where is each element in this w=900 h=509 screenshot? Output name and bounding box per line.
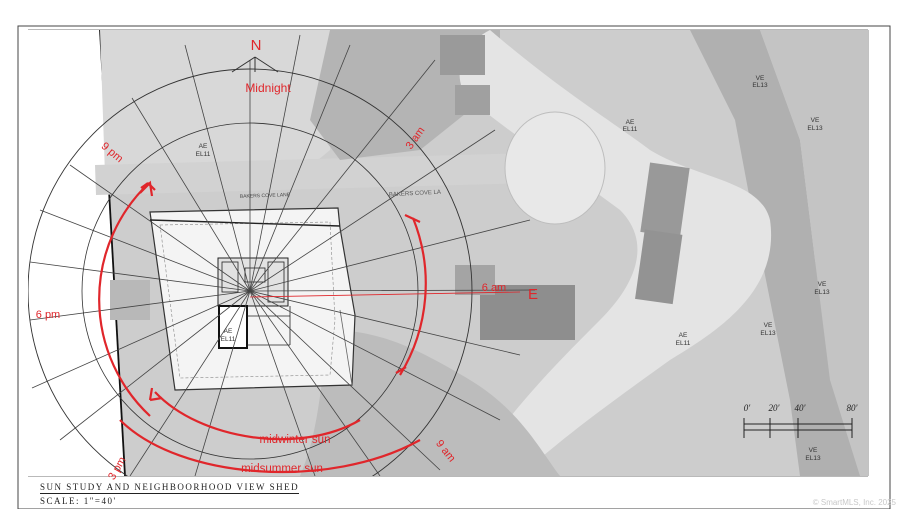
- subject-house: [217, 257, 291, 349]
- scale-tick-40: 40': [795, 403, 807, 413]
- zone-ve-4-elev: EL13: [760, 330, 776, 337]
- zone-ae-1-elev: EL11: [196, 151, 211, 158]
- neighbor-house-cove-2: [635, 229, 683, 305]
- front-lot-line: [149, 219, 341, 227]
- label-midsummer: midsummer sun: [241, 463, 323, 475]
- scale-tick-0: 0': [744, 403, 752, 413]
- zone-ae-4: AE: [679, 332, 688, 339]
- midwinter-arc: [154, 391, 361, 441]
- label-6pm: 6 pm: [36, 309, 60, 321]
- neighbor-house-east: [480, 285, 575, 340]
- far-right-field: [760, 30, 868, 476]
- zone-ae-3: AE: [224, 328, 233, 335]
- neighbor-house-top-2: [455, 85, 490, 115]
- road-strip: [95, 150, 640, 195]
- zone-ve-5: VE: [809, 447, 818, 454]
- sun-path-mid-circle: [81, 122, 419, 460]
- label-midnight: Midnight: [245, 81, 291, 95]
- zone-ae-2-elev: EL11: [623, 126, 638, 133]
- zone-ve-5-elev: EL13: [805, 455, 821, 462]
- lot-detail-lines: [159, 221, 336, 379]
- compass-north: N: [251, 37, 262, 54]
- scale-tick-80: 80': [847, 403, 859, 413]
- flood-zone-labels: AE EL11 AE EL11 AE EL11 AE EL11 VE EL13 …: [196, 75, 830, 462]
- midsummer-arc-bottom: [119, 419, 421, 474]
- drawing-scale: SCALE: 1"=40': [40, 496, 117, 506]
- zone-ae-1: AE: [199, 143, 208, 150]
- zone-ae-3-elev: EL11: [221, 336, 236, 343]
- neighbor-house-top: [440, 35, 485, 75]
- arrow-sw: [148, 387, 163, 402]
- midsummer-arc-east: [399, 217, 427, 376]
- graphic-scale-bar: 0' 20' 40' 80': [743, 403, 859, 438]
- zone-ve-2: VE: [811, 117, 820, 124]
- white-strip-left: [28, 30, 125, 476]
- dark-vegetation-right: [690, 30, 868, 476]
- street-label-east: BAKERS COVE LA: [389, 190, 441, 199]
- sun-path-outer-circle: [28, 68, 473, 476]
- tick-east-bottom: [395, 366, 407, 374]
- street-label-west: BAKERS COVE LANE: [240, 192, 291, 200]
- scale-tick-20: 20': [769, 403, 781, 413]
- arrow-nw: [139, 180, 154, 197]
- midsummer-arc: [98, 182, 151, 417]
- sun-ray-lines: [29, 34, 536, 476]
- drawing-title: SUN STUDY AND NEIGHBOORHOOD VIEW SHED: [40, 482, 300, 494]
- neighbor-house-west: [110, 280, 150, 320]
- east-arrow-line: [249, 291, 521, 298]
- neighbor-house-cove-1: [640, 162, 690, 238]
- north-arrow: [231, 56, 279, 73]
- east-path: [339, 309, 353, 386]
- zone-ve-1: VE: [756, 75, 765, 82]
- tick-east-top: [404, 214, 421, 223]
- label-midwinter: midwinter sun: [260, 434, 331, 446]
- label-6am: 6 am: [482, 282, 506, 294]
- cul-de-sac: [504, 111, 606, 225]
- zone-ve-2-elev: EL13: [807, 125, 823, 132]
- zone-ae-4-elev: EL11: [676, 340, 691, 347]
- zone-ve-1-elev: EL13: [752, 82, 768, 89]
- red-annotations: [98, 180, 427, 474]
- light-area-upper-left: [100, 30, 330, 175]
- compass-east: E: [528, 286, 538, 303]
- zone-ve-4: VE: [764, 322, 773, 329]
- watermark: © SmartMLS, Inc. 2025: [812, 498, 896, 507]
- lower-parcel: [300, 330, 560, 476]
- zone-ve-3-elev: EL13: [814, 289, 830, 296]
- zone-ae-2: AE: [626, 119, 635, 126]
- zone-ve-3: VE: [818, 281, 827, 288]
